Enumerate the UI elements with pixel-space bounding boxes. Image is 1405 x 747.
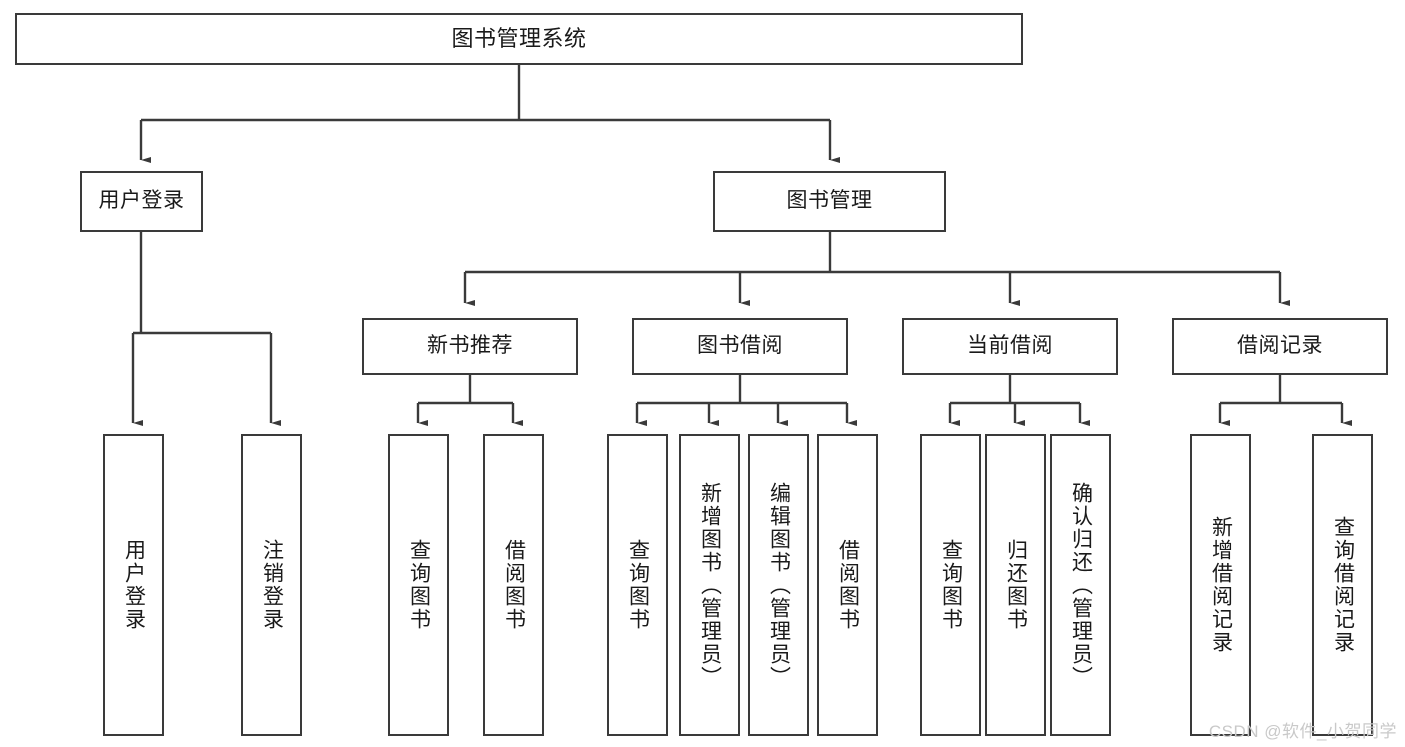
node-leaf-query-book-3[interactable]: 查询图书 [920,434,981,736]
node-label: 编辑图书（管理员） [767,481,791,689]
node-label: 图书借阅 [697,334,783,358]
node-leaf-borrow-book-1[interactable]: 借阅图书 [483,434,544,736]
node-leaf-confirm-return[interactable]: 确认归还（管理员） [1050,434,1111,736]
node-label: 注销登录 [260,539,284,631]
node-leaf-query-book-1[interactable]: 查询图书 [388,434,449,736]
node-leaf-add-record[interactable]: 新增借阅记录 [1190,434,1251,736]
node-root-system[interactable]: 图书管理系统 [15,13,1023,65]
watermark-text: CSDN @软件_小贺同学 [1208,722,1397,741]
node-label: 借阅图书 [502,539,526,631]
node-leaf-logout[interactable]: 注销登录 [241,434,302,736]
node-label: 新书推荐 [427,334,513,358]
node-leaf-query-book-2[interactable]: 查询图书 [607,434,668,736]
node-label: 确认归还（管理员） [1069,481,1093,689]
node-leaf-add-book[interactable]: 新增图书（管理员） [679,434,740,736]
node-current-borrow[interactable]: 当前借阅 [902,318,1118,375]
node-label: 查询图书 [939,539,963,631]
node-label: 当前借阅 [967,334,1053,358]
node-label: 查询图书 [626,539,650,631]
node-label: 新增借阅记录 [1209,516,1233,654]
node-borrow-record[interactable]: 借阅记录 [1172,318,1388,375]
node-leaf-borrow-book-2[interactable]: 借阅图书 [817,434,878,736]
node-book-manage[interactable]: 图书管理 [713,171,946,232]
node-label: 新增图书（管理员） [698,481,722,689]
node-book-borrow[interactable]: 图书借阅 [632,318,848,375]
node-leaf-return-book[interactable]: 归还图书 [985,434,1046,736]
node-leaf-query-record[interactable]: 查询借阅记录 [1312,434,1373,736]
node-label: 借阅图书 [836,539,860,631]
node-label: 借阅记录 [1237,334,1323,358]
node-label: 图书管理 [786,189,873,213]
node-label: 图书管理系统 [451,26,587,52]
node-user-login[interactable]: 用户登录 [80,171,203,232]
node-label: 查询借阅记录 [1331,516,1355,654]
node-label: 查询图书 [407,539,431,631]
node-leaf-edit-book[interactable]: 编辑图书（管理员） [748,434,809,736]
node-new-book-rec[interactable]: 新书推荐 [362,318,578,375]
node-label: 归还图书 [1004,539,1028,631]
node-label: 用户登录 [122,539,146,631]
node-label: 用户登录 [98,189,185,213]
node-leaf-user-login[interactable]: 用户登录 [103,434,164,736]
